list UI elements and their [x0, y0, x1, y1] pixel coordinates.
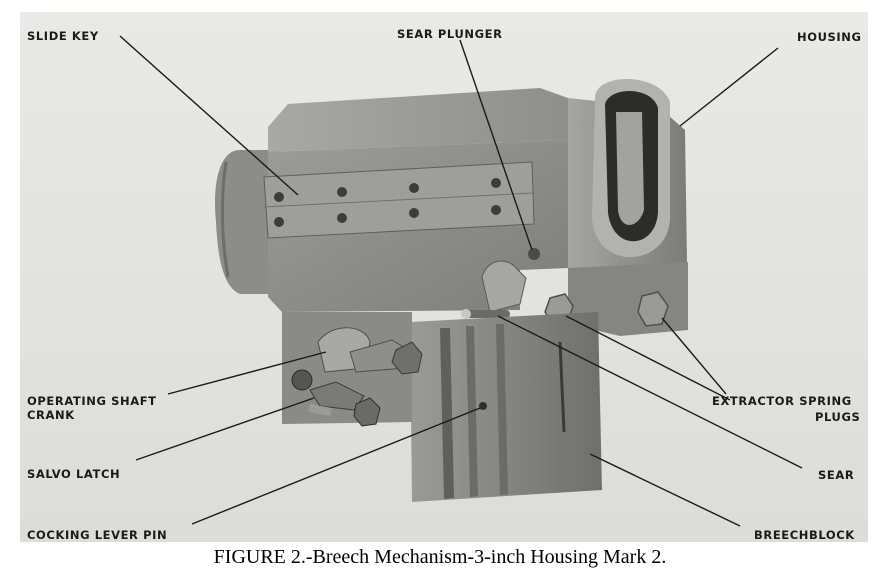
label-slide-key: SLIDE KEY	[27, 29, 99, 43]
leader-extractor-plug-1	[565, 315, 731, 401]
label-breechblock: BREECHBLOCK	[754, 528, 855, 542]
label-housing: HOUSING	[797, 30, 862, 44]
label-extractor-spring-plugs-line1: EXTRACTOR SPRING	[712, 394, 852, 408]
leader-salvo-latch	[135, 397, 315, 461]
label-sear-plunger: SEAR PLUNGER	[397, 27, 503, 41]
label-operating-shaft-crank-line1: OPERATING SHAFT	[27, 394, 157, 408]
leader-breechblock	[589, 453, 741, 527]
leader-slide-key	[119, 35, 299, 196]
leader-sear-plunger	[459, 39, 533, 251]
leader-lines	[119, 35, 803, 527]
label-operating-shaft-crank-line2: CRANK	[27, 408, 75, 422]
breech-mechanism-illustration	[20, 12, 868, 542]
leader-cocking-lever-pin	[191, 407, 481, 525]
slide-key-plate	[263, 161, 535, 239]
label-extractor-spring-plugs-line2: PLUGS	[815, 410, 861, 424]
leader-extractor-plug-2	[661, 317, 727, 395]
leader-housing	[679, 47, 779, 127]
operating-shaft-crank	[291, 327, 423, 427]
sear-assembly	[461, 248, 540, 319]
label-cocking-lever-pin: COCKING LEVER PIN	[27, 528, 168, 542]
figure-caption: FIGURE 2.-Breech Mechanism-3-inch Housin…	[213, 546, 667, 568]
label-sear: SEAR	[818, 468, 855, 482]
leader-operating-shaft-crank	[167, 351, 327, 395]
leader-sear	[497, 315, 803, 469]
breechblock-body	[410, 312, 602, 502]
label-salvo-latch: SALVO LATCH	[27, 467, 121, 481]
